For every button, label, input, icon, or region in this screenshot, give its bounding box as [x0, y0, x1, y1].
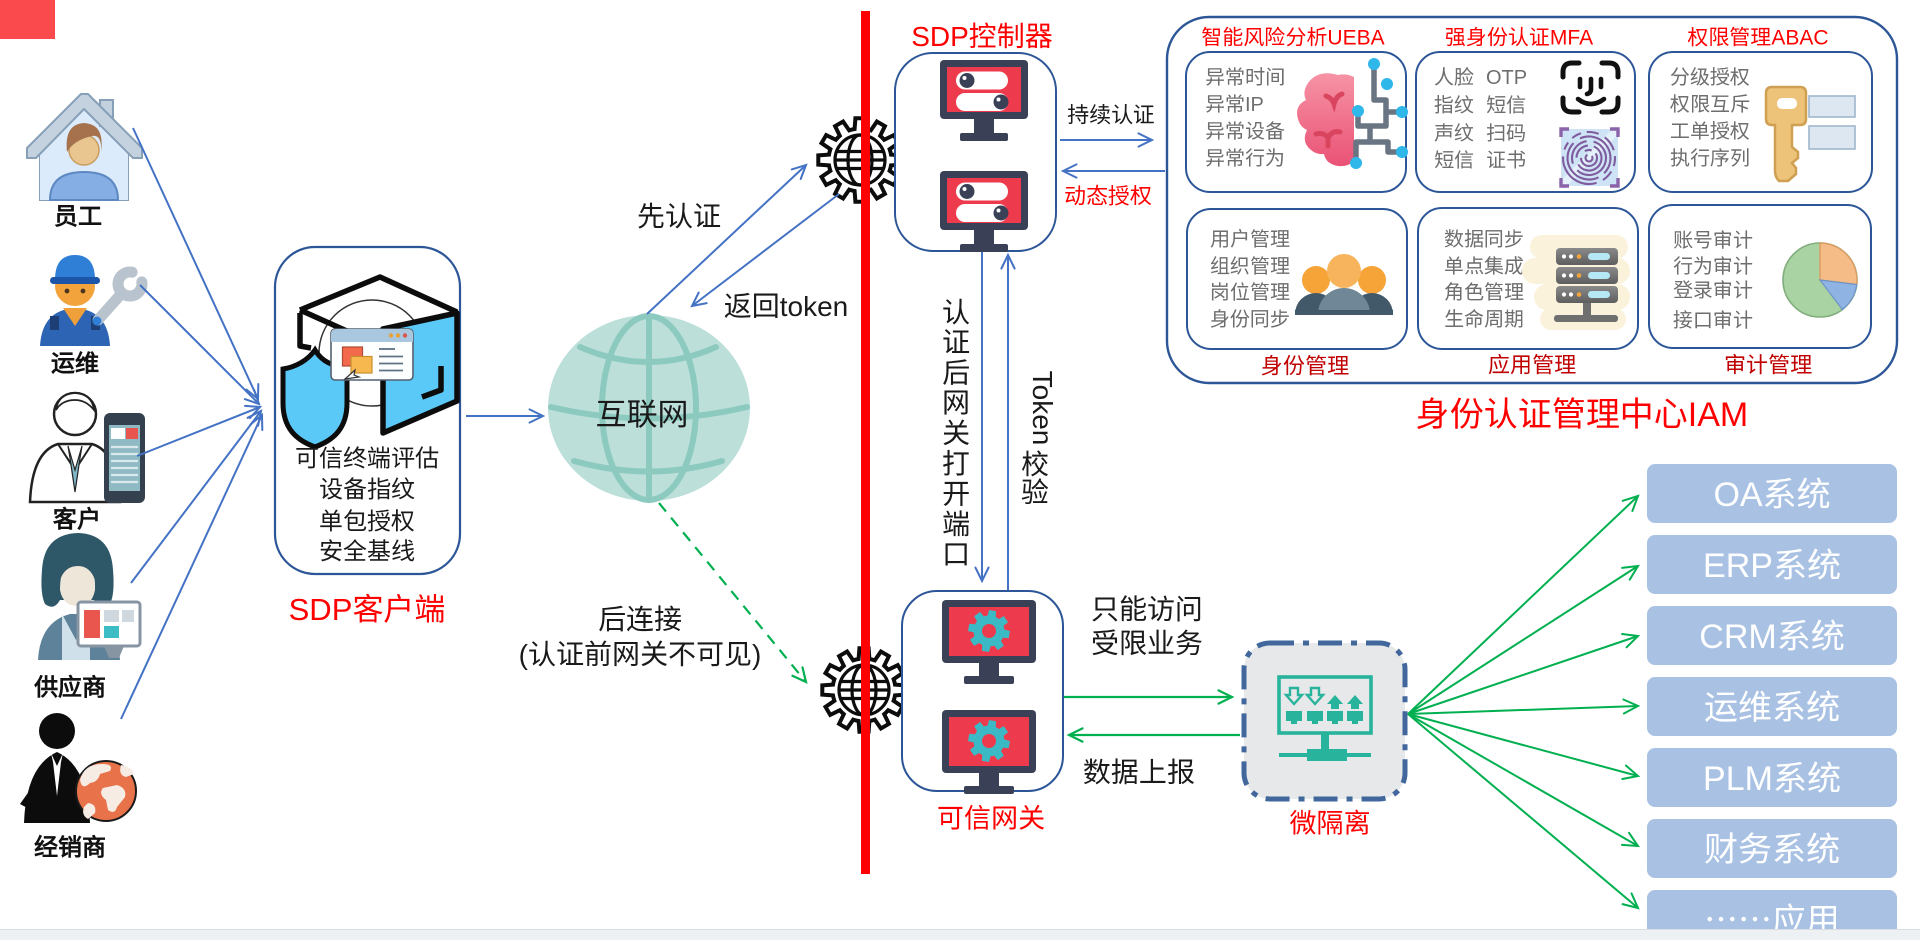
svg-text:证书: 证书 [1486, 144, 1526, 173]
svg-text:生命周期: 生命周期 [1444, 303, 1524, 332]
svg-text:声纹: 声纹 [1434, 117, 1474, 146]
svg-text:客户: 客户 [53, 499, 101, 534]
svg-text:岗位管理: 岗位管理 [1210, 276, 1290, 305]
svg-text:后: 后 [942, 351, 970, 391]
svg-text:短信: 短信 [1486, 89, 1526, 118]
svg-text:人脸: 人脸 [1434, 61, 1474, 90]
svg-text:动态授权: 动态授权 [1064, 179, 1152, 211]
svg-text:身份同步: 身份同步 [1210, 303, 1290, 332]
svg-text:组织管理: 组织管理 [1210, 250, 1290, 279]
svg-text:关: 关 [942, 412, 970, 452]
svg-text:异常IP: 异常IP [1205, 88, 1264, 117]
svg-text:权限管理ABAC: 权限管理ABAC [1687, 21, 1828, 51]
svg-text:网: 网 [942, 382, 970, 422]
svg-text:运维: 运维 [51, 343, 99, 378]
svg-text:权限互斥: 权限互斥 [1670, 88, 1750, 117]
svg-text:应用管理: 应用管理 [1488, 348, 1576, 380]
svg-text:互联网: 互联网 [596, 389, 689, 434]
svg-text:审计管理: 审计管理 [1724, 348, 1812, 380]
svg-text:身份认证管理中心IAM: 身份认证管理中心IAM [1416, 387, 1748, 436]
svg-text:运维系统: 运维系统 [1704, 680, 1840, 729]
svg-text:开: 开 [942, 473, 970, 513]
svg-text:SDP客户端: SDP客户端 [289, 584, 446, 629]
svg-text:安全基线: 安全基线 [319, 531, 415, 566]
svg-text:单点集成: 单点集成 [1444, 250, 1524, 279]
svg-text:Token: Token [1024, 371, 1064, 446]
svg-text:OTP: OTP [1486, 61, 1527, 90]
svg-text:账号审计: 账号审计 [1673, 224, 1753, 253]
svg-text:ERP系统: ERP系统 [1703, 538, 1841, 587]
svg-text:数据上报: 数据上报 [1083, 751, 1195, 791]
svg-text:PLM系统: PLM系统 [1703, 751, 1841, 800]
svg-text:异常设备: 异常设备 [1205, 115, 1285, 144]
svg-text:持续认证: 持续认证 [1067, 98, 1155, 130]
svg-text:可信终端评估: 可信终端评估 [295, 438, 439, 473]
svg-text:供应商: 供应商 [34, 667, 106, 702]
svg-text:SDP控制器: SDP控制器 [911, 15, 1053, 55]
svg-text:返回token: 返回token [724, 285, 849, 325]
svg-text:扫码: 扫码 [1486, 117, 1526, 146]
svg-text:异常时间: 异常时间 [1205, 61, 1285, 90]
svg-text:单包授权: 单包授权 [319, 501, 415, 536]
svg-text:打: 打 [942, 442, 970, 482]
svg-text:设备指纹: 设备指纹 [319, 469, 415, 504]
svg-text:角色管理: 角色管理 [1444, 276, 1524, 305]
svg-text:只能访问: 只能访问 [1091, 588, 1203, 628]
svg-text:CRM系统: CRM系统 [1699, 609, 1844, 658]
svg-text:经销商: 经销商 [34, 827, 106, 862]
svg-text:数据同步: 数据同步 [1444, 223, 1524, 252]
svg-text:校: 校 [1021, 443, 1049, 483]
svg-text:认: 认 [942, 291, 970, 331]
svg-text:工单授权: 工单授权 [1670, 115, 1750, 144]
svg-text:(认证前网关不可见): (认证前网关不可见) [519, 633, 762, 673]
svg-text:验: 验 [1021, 471, 1049, 511]
svg-text:微隔离: 微隔离 [1290, 802, 1371, 841]
svg-text:短信: 短信 [1434, 144, 1474, 173]
svg-text:行为审计: 行为审计 [1673, 250, 1753, 279]
svg-text:执行序列: 执行序列 [1670, 142, 1750, 171]
svg-text:口: 口 [942, 533, 970, 573]
svg-text:身份管理: 身份管理 [1261, 349, 1349, 381]
svg-text:受限业务: 受限业务 [1091, 622, 1203, 662]
svg-text:指纹: 指纹 [1434, 89, 1474, 118]
svg-text:端: 端 [942, 503, 970, 543]
svg-text:财务系统: 财务系统 [1704, 822, 1840, 871]
svg-text:异常行为: 异常行为 [1205, 142, 1285, 171]
svg-text:登录审计: 登录审计 [1673, 274, 1753, 303]
svg-text:分级授权: 分级授权 [1670, 61, 1750, 90]
svg-text:OA系统: OA系统 [1713, 467, 1830, 516]
svg-text:后连接: 后连接 [598, 598, 682, 638]
svg-text:员工: 员工 [54, 196, 102, 231]
svg-text:智能风险分析UEBA: 智能风险分析UEBA [1201, 21, 1384, 51]
svg-text:强身份认证MFA: 强身份认证MFA [1445, 21, 1593, 51]
svg-text:接口审计: 接口审计 [1673, 304, 1753, 333]
svg-text:证: 证 [942, 321, 970, 361]
svg-text:用户管理: 用户管理 [1210, 223, 1290, 252]
svg-text:可信网关: 可信网关 [937, 797, 1045, 836]
svg-text:先认证: 先认证 [637, 195, 721, 235]
